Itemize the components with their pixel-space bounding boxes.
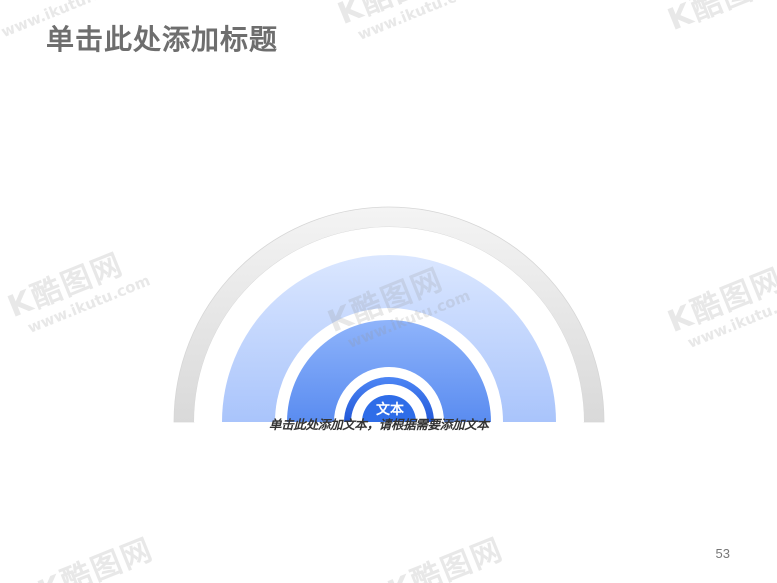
slide-title[interactable]: 单击此处添加标题	[46, 23, 279, 56]
caption-text: 单击此处添加文本，请根据需要添加文本	[269, 417, 489, 432]
white-gap-ring	[194, 227, 584, 422]
center-blue-core[interactable]	[362, 395, 416, 422]
diagram-caption[interactable]: 单击此处添加文本，请根据需要添加文本	[269, 414, 509, 433]
center-label[interactable]: 文本	[376, 402, 404, 418]
page-number: 53	[715, 546, 730, 561]
